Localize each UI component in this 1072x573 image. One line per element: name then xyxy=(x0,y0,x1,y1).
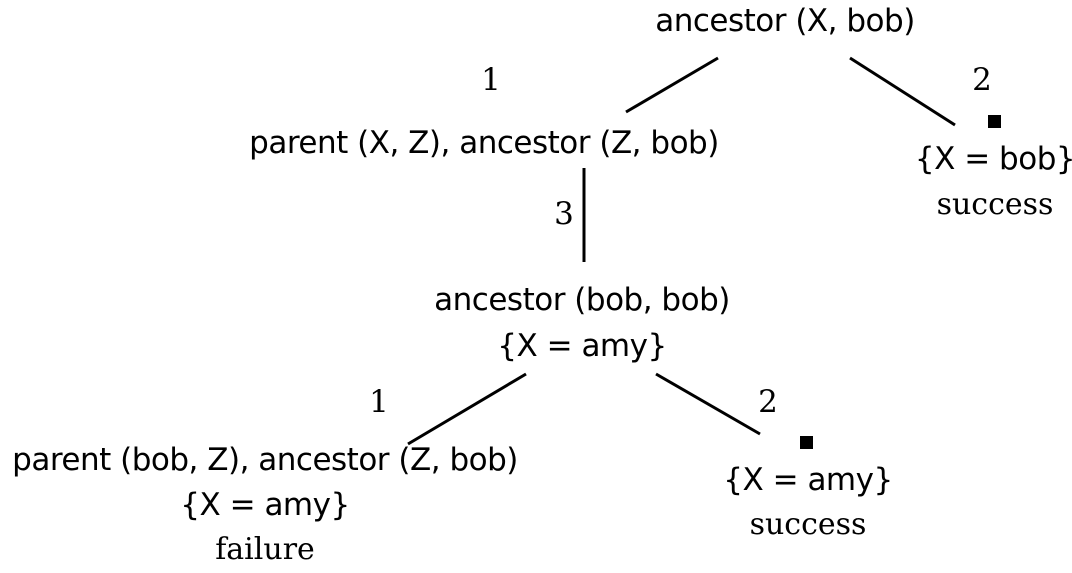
bottom-right-binding: {X = amy} xyxy=(723,462,893,498)
bottom-right-status: success xyxy=(749,507,867,542)
middle-binding: {X = amy} xyxy=(497,328,667,364)
edge-label-middle-bottom-left: 1 xyxy=(369,384,389,420)
success-marker-bottom-right xyxy=(800,436,813,449)
edge-root-to-left xyxy=(625,56,719,114)
edge-root-to-right xyxy=(849,56,956,127)
bottom-left-status: failure xyxy=(215,532,315,567)
edge-middle-to-bottom-left xyxy=(407,372,527,446)
edge-label-middle-bottom-right: 2 xyxy=(758,384,778,420)
bottom-left-goal: parent (bob, Z), ancestor (Z, bob) xyxy=(12,442,518,478)
bottom-left-binding: {X = amy} xyxy=(180,487,350,523)
edge-label-root-left: 1 xyxy=(481,62,501,98)
left-goal: parent (X, Z), ancestor (Z, bob) xyxy=(249,125,719,161)
edge-label-root-right: 2 xyxy=(972,62,992,98)
right-binding: {X = bob} xyxy=(914,141,1072,177)
success-marker-right xyxy=(988,115,1001,128)
right-status: success xyxy=(936,187,1054,222)
edge-label-left-middle: 3 xyxy=(554,196,574,232)
edge-middle-to-bottom-right xyxy=(655,372,761,436)
root-goal: ancestor (X, bob) xyxy=(655,3,915,39)
middle-goal: ancestor (bob, bob) xyxy=(434,282,730,318)
